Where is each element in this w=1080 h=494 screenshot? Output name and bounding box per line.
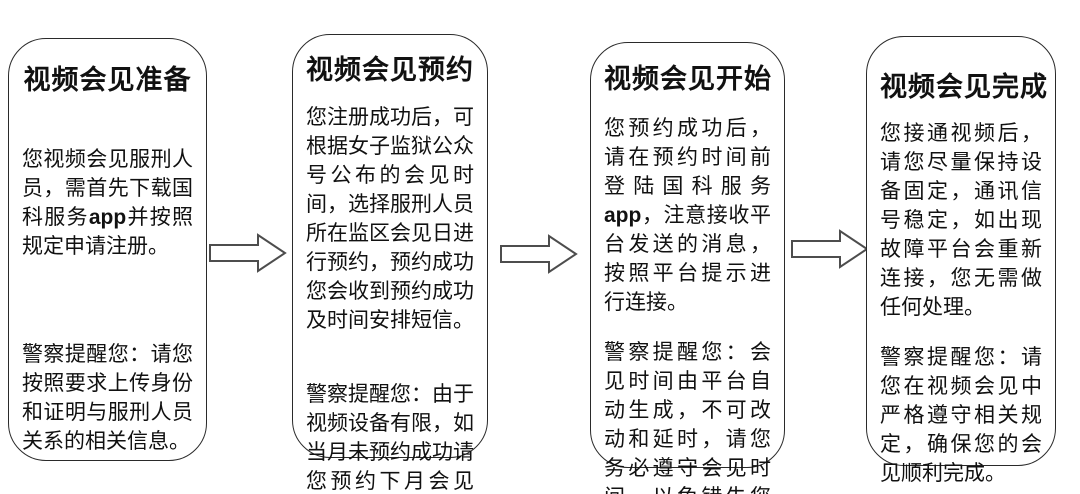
step-body-text: 您预约成功后，请在预约时间前登陆国科服务 (604, 117, 771, 198)
step-title: 视频会见开始 (604, 64, 772, 94)
arrow-right-icon (209, 232, 287, 274)
step-card-booking: 视频会见预约 您注册成功后，可根据女子监狱公众号公布的会见时间，选择服刑人员所在… (292, 34, 488, 493)
arrow-right-icon (791, 228, 869, 270)
app-bold-text: app (604, 204, 642, 227)
step-card-finish: 视频会见完成 您接通视频后，请您尽量保持设备固定，通讯信号稳定，如出现故障平台会… (866, 36, 1056, 485)
app-bold-text: app (88, 206, 127, 229)
step-description: 您注册成功后，可根据女子监狱公众号公布的会见时间，选择服刑人员所在监区会见日进行… (306, 103, 474, 335)
arrow-right-icon (500, 233, 578, 275)
police-reminder: 警察提醒您：会见时间由平台自动生成，不可改动和延时，请您务必遵守会见时间，以免错… (604, 341, 771, 494)
step-body-text: 您注册成功后，可根据女子监狱公众号公布的会见时间，选择服刑人员所在监区会见日进行… (306, 106, 474, 332)
step-description: 您接通视频后，请您尽量保持设备固定，通讯信号稳定，如出现故障平台会重新连接，您无… (880, 119, 1042, 322)
step-title: 视频会见完成 (880, 72, 1048, 102)
step-body-text: 并按照规定申请注册。 (22, 206, 193, 258)
step-body-text: 您视频会见服刑人员，需首先下载国科服务 (22, 148, 193, 229)
step-body-text: ，注意接收平台发送的消息，按照平台提示进行连接。 (604, 204, 771, 314)
police-reminder: 警察提醒您：由于视频设备有限，如当月未预约成功请您预约下月会见日。 (306, 383, 474, 493)
step-description: 您视频会见服刑人员，需首先下载国科服务app并按照规定申请注册。 (22, 145, 193, 261)
step-body-text: 您接通视频后，请您尽量保持设备固定，通讯信号稳定，如出现故障平台会重新连接，您无… (880, 122, 1042, 319)
step-title: 视频会见准备 (23, 65, 192, 95)
step-title: 视频会见预约 (306, 55, 474, 85)
police-reminder: 警察提醒您：请您在视频会见中严格遵守相关规定，确保您的会见顺利完成。 (880, 346, 1042, 485)
step-card-start: 视频会见开始 您预约成功后，请在预约时间前登陆国科服务 app，注意接收平台发送的… (590, 42, 785, 494)
step-description: 您预约成功后，请在预约时间前登陆国科服务 app，注意接收平台发送的消息，按照平台… (604, 114, 771, 317)
police-reminder: 警察提醒您：请您按照要求上传身份和证明与服刑人员关系的相关信息。 (22, 343, 193, 453)
step-card-preparation: 视频会见准备 您视频会见服刑人员，需首先下载国科服务app并按照规定申请注册。 … (8, 38, 207, 461)
